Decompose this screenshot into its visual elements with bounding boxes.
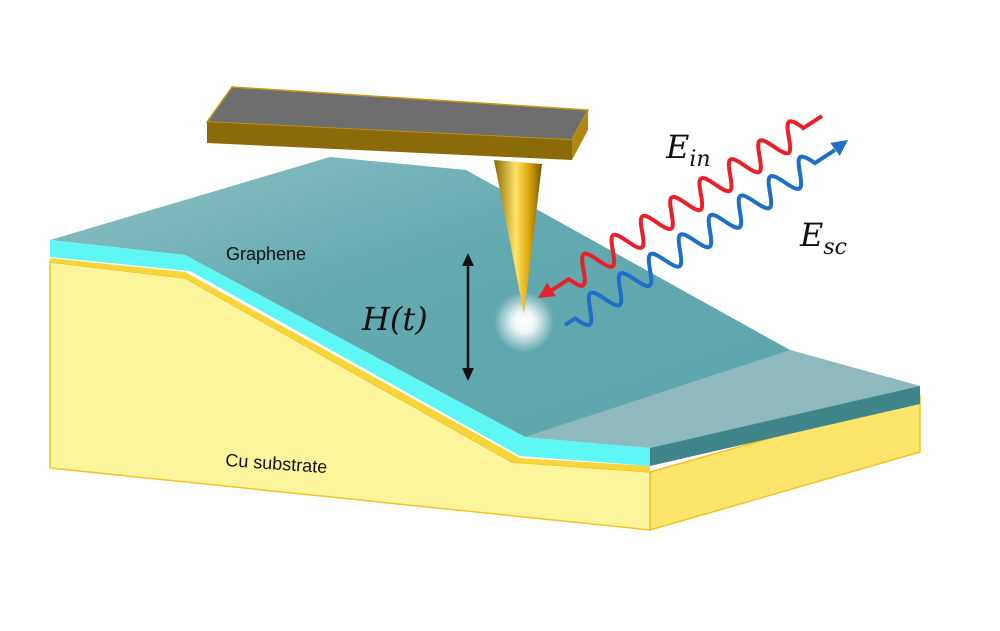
- scattered-wave-arrowhead: [830, 140, 848, 156]
- height-label: H(t): [361, 300, 428, 338]
- incident-field-label: Ein: [665, 128, 711, 172]
- graphene-layer: [50, 157, 920, 466]
- incident-wave-arrowhead: [538, 282, 556, 298]
- graphene-side-edge: [650, 386, 920, 466]
- afm-tip: [494, 160, 542, 314]
- near-field-hotspot: [494, 292, 554, 352]
- graphene-top-surface: [50, 157, 920, 448]
- graphene-label: Graphene: [226, 244, 306, 264]
- graphene-front-edge: [50, 240, 650, 466]
- scattered-wave: [563, 148, 837, 328]
- substrate-top-strip: [50, 258, 650, 472]
- cantilever-end-face: [572, 110, 588, 160]
- scattered-field-label: Esc: [799, 216, 847, 260]
- afm-cantilever: [205, 86, 590, 314]
- copper-substrate: [49, 258, 921, 531]
- graphene-flat-region: [525, 350, 920, 448]
- cantilever-front-face: [207, 122, 572, 160]
- height-double-arrow: [462, 253, 474, 381]
- incident-wave: [550, 114, 824, 292]
